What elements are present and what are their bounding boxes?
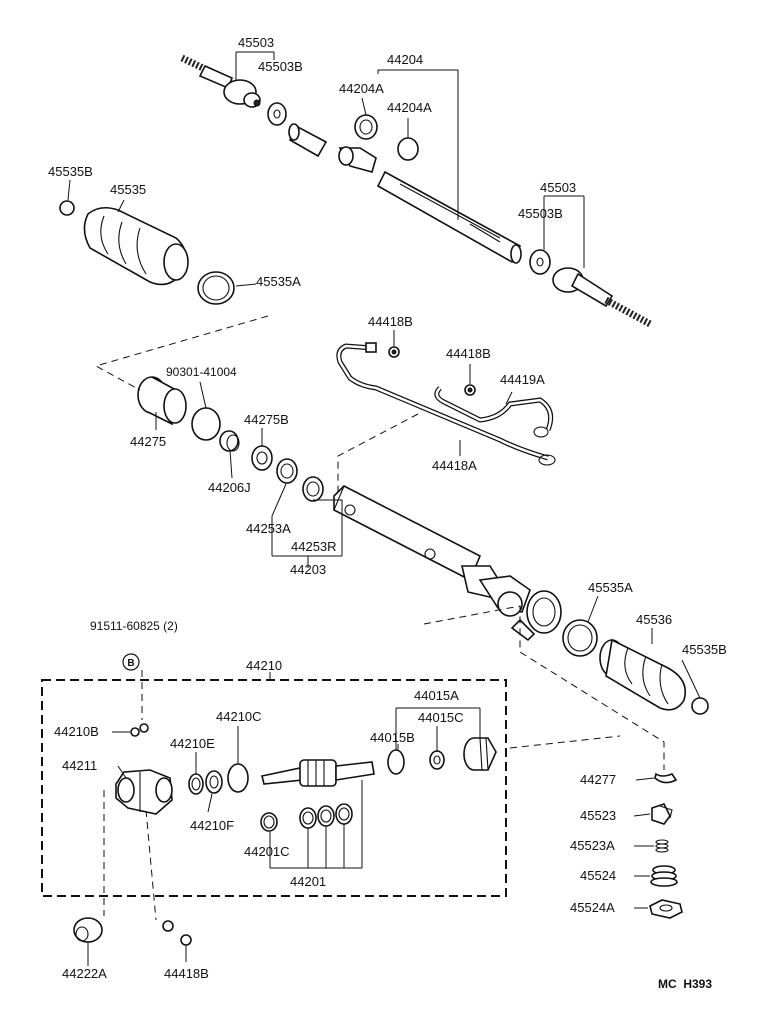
boot-45536 [599,638,687,711]
union-bolt-44418b-1 [388,346,400,358]
label-45503b-right: 45503B [518,206,563,221]
label-44418b-bottom: 44418B [164,966,209,981]
valve-housing-44211 [115,769,173,815]
clip-45535b-right [691,697,709,715]
label-44418b-2: 44418B [446,346,491,361]
label-91511-60825: 91511-60825 (2) [90,619,178,633]
dashed-connector-valve [509,735,621,749]
nut-44418b-bottom [162,920,192,946]
seal-44210f [205,770,223,794]
rings-44201 [299,803,353,829]
seal-44210e [188,773,204,795]
bushing-44275 [137,376,187,426]
label-45536: 45536 [636,612,672,627]
leader-lines [67,51,701,966]
label-44419a: 44419A [500,372,545,387]
label-45503-top: 45503 [238,35,274,50]
label-44211: 44211 [62,758,97,773]
label-90301-41004: 90301-41004 [166,365,237,379]
label-45535a-right: 45535A [588,580,633,595]
label-44015b: 44015B [370,730,415,745]
label-44210: 44210 [246,658,282,673]
label-45535: 45535 [110,182,146,197]
label-44206j: 44206J [208,480,251,495]
lock-nut-45524a [649,899,683,919]
label-44210f: 44210F [190,818,234,833]
boot-45535 [83,206,189,286]
label-45523a: 45523A [570,838,615,853]
bearing-44015a [463,737,497,771]
control-valve-assembly-box [41,679,507,897]
spring-cap-44277 [654,772,678,784]
union-bolt-44418b-2 [464,384,476,396]
clamp-45535a-right [562,619,598,657]
seal-44275b [251,445,273,471]
bolt-symbol-marker: B [122,653,140,671]
label-44253r: 44253R [291,539,337,554]
label-44210b: 44210B [54,724,99,739]
sleeve-tube-top [288,123,328,158]
clamp-45535a-top [197,271,235,305]
ring-44201c [260,812,278,832]
clip-45535b-top [59,200,75,216]
ring-44204a-1 [354,114,378,140]
label-44253a: 44253A [246,521,291,536]
label-44201: 44201 [290,874,326,889]
valve-shaft-44201 [261,759,375,787]
label-44210c: 44210C [216,709,262,724]
diagram-code: MC H393 [658,977,712,991]
label-45535b-top: 45535B [48,164,93,179]
label-44418b-1: 44418B [368,314,413,329]
dashed-connector-pipe [337,413,419,494]
rack-housing [333,485,562,642]
tie-rod-end-right [552,267,652,328]
label-44203: 44203 [290,562,326,577]
label-44204a-1: 44204A [339,81,384,96]
label-44277: 44277 [580,772,616,787]
bushing-44206j [219,430,240,452]
label-44015a: 44015A [414,688,459,703]
label-44222a: 44222A [62,966,107,981]
label-44015c: 44015C [418,710,464,725]
label-44210e: 44210E [170,736,215,751]
pressure-pipe-44419a [434,386,554,438]
seal-44253a [276,458,298,484]
seal-44015c [429,750,445,770]
dashed-connector-nut [145,809,157,921]
label-45523: 45523 [580,808,616,823]
spring-cap-45524 [650,865,678,887]
tie-rod-end-left [180,54,261,108]
plug-44222a [73,917,103,943]
label-45524: 45524 [580,868,616,883]
label-44204a-2: 44204A [387,100,432,115]
bolt-symbol-text: B [127,658,134,669]
label-45535b-right: 45535B [682,642,727,657]
label-44418a: 44418A [432,458,477,473]
lock-washer-45503b-right [529,249,551,275]
label-45535a-top: 45535A [256,274,301,289]
spring-45523a [655,839,669,853]
label-45503b-top: 45503B [258,59,303,74]
o-ring-90301-41004 [191,407,221,441]
rack-guide-45523 [651,803,673,825]
o-ring-44015b [387,749,405,775]
lock-washer-45503b-top [267,102,287,126]
union-bolt-44210b [130,723,149,737]
ring-44204a-2 [397,137,419,161]
pressure-pipe-44418a [336,342,556,466]
label-44275: 44275 [130,434,166,449]
label-45524a: 45524A [570,900,615,915]
label-44275b: 44275B [244,412,289,427]
seal-44253r [302,476,324,502]
label-44204: 44204 [387,52,423,67]
o-ring-44210c [227,763,249,793]
rack-piston [338,146,377,173]
steering-rack-bar [376,170,522,264]
label-45503-right: 45503 [540,180,576,195]
dashed-connector-guide [423,605,665,770]
label-44201c: 44201C [244,844,290,859]
